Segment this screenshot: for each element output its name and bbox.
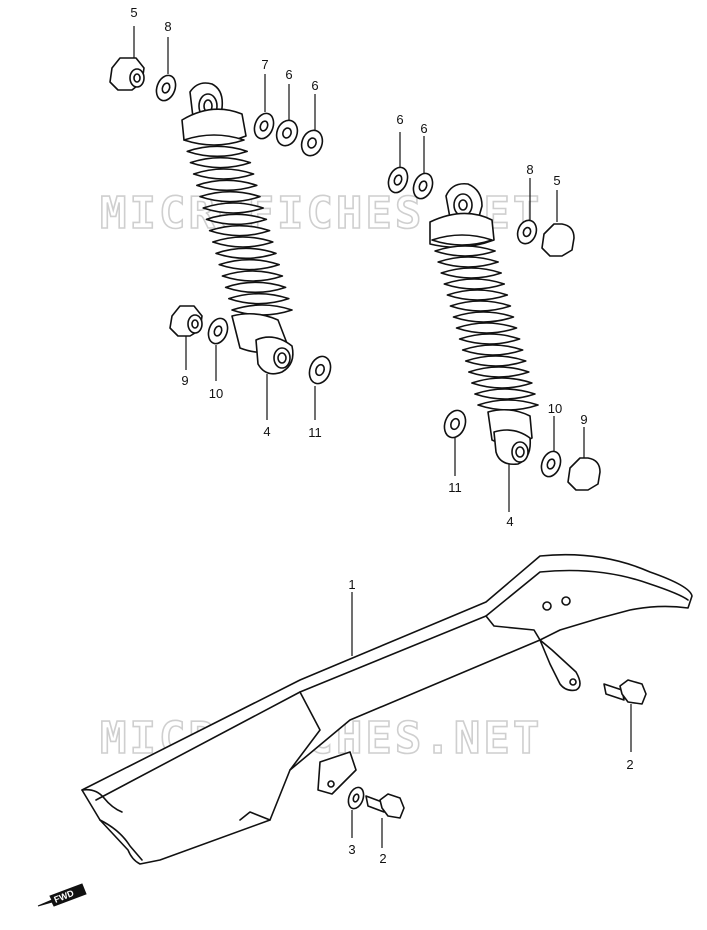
right-shock-absorber — [429, 182, 539, 466]
left-top-nut — [109, 57, 145, 91]
callout-right-5: 5 — [553, 173, 560, 188]
spring-coil — [461, 344, 524, 356]
spring-coil — [196, 179, 258, 192]
left-shock-absorber — [181, 82, 294, 375]
callout-left-6a: 6 — [285, 67, 292, 82]
spring-coil — [228, 292, 290, 305]
right-washer-6a — [387, 166, 409, 194]
spring-coil — [208, 224, 271, 237]
chain-case-bolt-rear — [603, 679, 647, 705]
callout-right-11: 11 — [448, 480, 462, 495]
left-bottom-nut — [169, 305, 203, 337]
spring-coil — [192, 168, 255, 180]
spring-coil — [437, 256, 499, 268]
callout-left-4: 4 — [263, 424, 270, 439]
spring-coil — [199, 190, 261, 203]
fwd-arrow-icon: FWD — [37, 883, 87, 907]
callout-case-1: 1 — [348, 577, 355, 592]
left-washer-6b — [300, 129, 324, 157]
spring-coil — [189, 156, 252, 169]
spring-coil — [458, 333, 521, 345]
left-top-washer — [155, 74, 177, 102]
spring-coil — [218, 258, 280, 271]
spring-coil — [446, 289, 509, 301]
callout-left-10: 10 — [209, 386, 223, 401]
callout-right-10: 10 — [548, 401, 562, 416]
spring-coil — [221, 270, 284, 282]
callout-left-11: 11 — [308, 425, 322, 440]
spring-coil — [202, 202, 264, 214]
left-washer-6a — [275, 119, 299, 147]
callout-left-9: 9 — [181, 373, 188, 388]
spring-coil — [224, 281, 287, 294]
right-washer-10 — [540, 450, 562, 478]
spring-coil — [186, 145, 248, 158]
spring-coil — [440, 267, 502, 279]
spring-coil — [431, 234, 493, 246]
callout-right-8: 8 — [526, 162, 533, 177]
spring-coil — [471, 377, 533, 389]
callout-left-6b: 6 — [311, 78, 318, 93]
spring-coil — [477, 399, 539, 411]
callout-right-9: 9 — [580, 412, 587, 427]
chain-case-washer — [347, 786, 365, 810]
right-bottom-nut — [567, 457, 601, 491]
left-collar-7 — [253, 112, 275, 140]
chain-case-bolt-front — [365, 793, 405, 819]
spring-coil — [212, 236, 274, 248]
left-bottom-washer — [207, 317, 229, 345]
spring-coil — [452, 311, 515, 323]
callout-case-3: 3 — [348, 842, 355, 857]
chain-case — [81, 553, 693, 865]
spring-coil — [455, 322, 518, 334]
spring-coil — [215, 247, 277, 260]
callout-left-7: 7 — [261, 57, 268, 72]
right-top-washer — [516, 219, 538, 245]
callout-case-2-front: 2 — [379, 851, 386, 866]
spring-coil — [205, 213, 268, 226]
callout-right-4: 4 — [506, 514, 513, 529]
right-washer-6b — [412, 172, 434, 200]
spring-coil — [474, 388, 536, 400]
left-washer-11 — [308, 355, 332, 385]
spring-coil — [183, 134, 245, 146]
spring-coil — [443, 278, 506, 290]
callout-case-2-rear: 2 — [626, 757, 633, 772]
callout-right-6b: 6 — [420, 121, 427, 136]
spring-coil — [434, 245, 496, 257]
right-washer-11 — [443, 409, 467, 439]
right-top-nut — [541, 223, 575, 257]
spring-coil — [464, 355, 527, 367]
spring-coil — [468, 366, 530, 378]
callout-left-5: 5 — [130, 5, 137, 20]
spring-coil — [449, 300, 512, 312]
callout-right-6a: 6 — [396, 112, 403, 127]
callout-left-8: 8 — [164, 19, 171, 34]
